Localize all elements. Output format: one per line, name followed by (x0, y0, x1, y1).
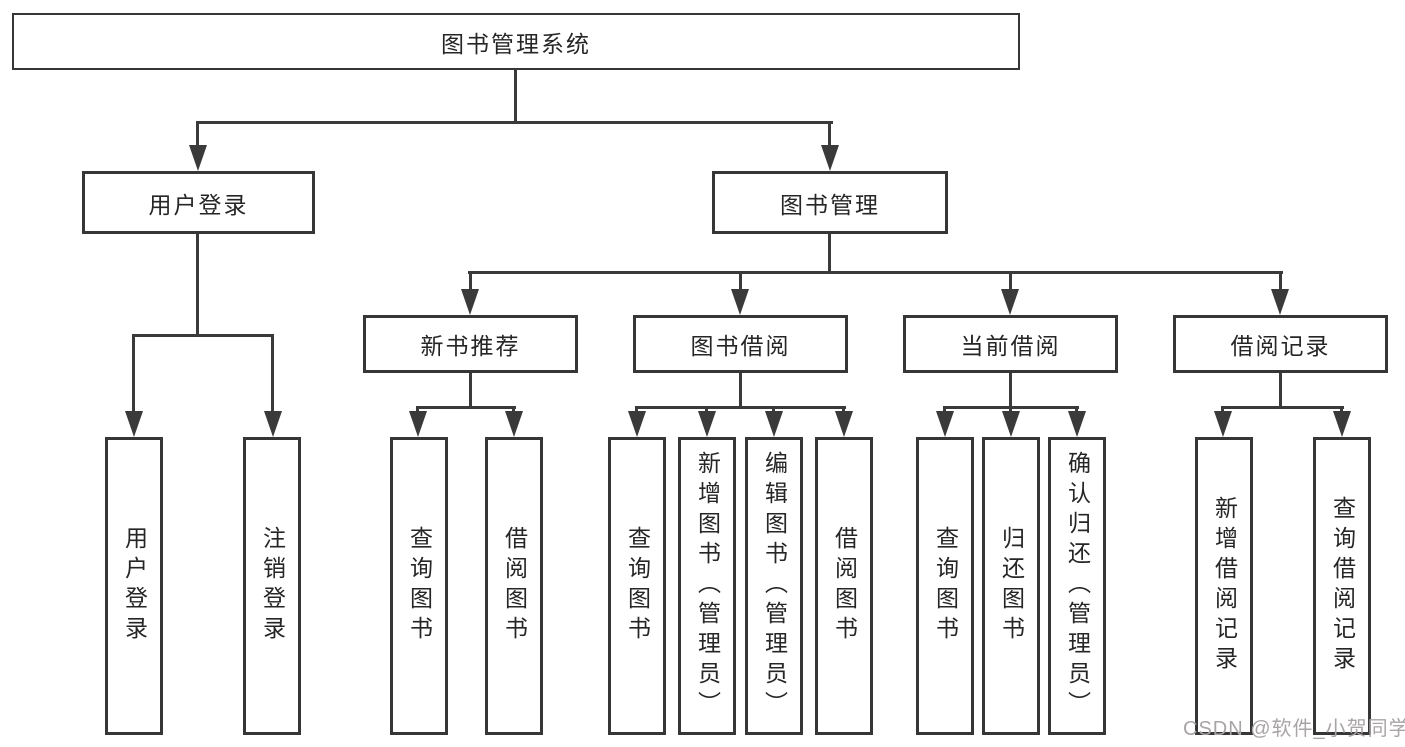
arrowhead-down-icon (461, 289, 479, 315)
leaf-user-login: 用户登录 (105, 437, 163, 735)
arrowhead-down-icon (1214, 411, 1232, 437)
node-book-management: 图书管理 (712, 171, 948, 234)
connector-line (468, 271, 1283, 274)
connector-line (469, 373, 472, 409)
node-root: 图书管理系统 (12, 13, 1020, 70)
leaf-current-return-label: 归还图书 (998, 526, 1025, 646)
connector-line (1221, 406, 1224, 415)
connector-line (1340, 406, 1343, 415)
connector-line (1279, 373, 1282, 409)
leaf-records-add-label: 新增借阅记录 (1211, 496, 1238, 676)
node-book-borrow: 图书借阅 (633, 315, 848, 373)
leaf-user-login-label: 用户登录 (121, 526, 148, 646)
leaf-borrow-query: 查询图书 (608, 437, 666, 735)
connector-line (514, 70, 517, 123)
connector-line (1279, 271, 1282, 293)
leaf-newbooks-query: 查询图书 (390, 437, 448, 735)
leaf-borrow-book-label: 借阅图书 (831, 526, 858, 646)
connector-line (512, 406, 515, 415)
connector-line (271, 334, 274, 414)
leaf-borrow-edit-book: 编辑图书（管理员） (745, 437, 803, 735)
leaf-records-query: 查询借阅记录 (1313, 437, 1371, 735)
connector-line (132, 334, 135, 414)
node-current-borrow: 当前借阅 (903, 315, 1118, 373)
csdn-watermark: CSDN @软件_小贺同学 (1183, 718, 1405, 740)
arrowhead-down-icon (189, 145, 207, 171)
connector-line (416, 406, 516, 409)
connector-line (772, 406, 775, 415)
connector-line (1009, 373, 1012, 409)
leaf-borrow-book: 借阅图书 (815, 437, 873, 735)
node-borrow-records-label: 借阅记录 (1230, 333, 1331, 359)
leaf-current-return: 归还图书 (982, 437, 1040, 735)
arrowhead-down-icon (1271, 289, 1289, 315)
connector-line (196, 234, 199, 337)
connector-line (132, 334, 274, 337)
leaf-borrow-add-book-label: 新增图书（管理员） (694, 451, 721, 721)
leaf-logout-label: 注销登录 (259, 526, 286, 646)
arrowhead-down-icon (821, 145, 839, 171)
connector-line (842, 406, 845, 415)
leaf-newbooks-borrow-label: 借阅图书 (501, 526, 528, 646)
arrowhead-down-icon (1333, 411, 1351, 437)
arrowhead-down-icon (835, 411, 853, 437)
arrowhead-down-icon (628, 411, 646, 437)
leaf-current-confirm-return-label: 确认归还（管理员） (1064, 451, 1091, 721)
node-new-book-recommend-label: 新书推荐 (420, 333, 521, 359)
connector-line (635, 406, 846, 409)
node-user-login-label: 用户登录 (148, 191, 249, 218)
connector-line (635, 406, 638, 415)
node-user-login: 用户登录 (82, 171, 315, 234)
connector-line (1009, 406, 1012, 415)
arrowhead-down-icon (264, 411, 282, 437)
arrowhead-down-icon (731, 289, 749, 315)
leaf-current-confirm-return: 确认归还（管理员） (1048, 437, 1106, 735)
connector-line (705, 406, 708, 415)
leaf-borrow-edit-book-label: 编辑图书（管理员） (761, 451, 788, 721)
arrowhead-down-icon (936, 411, 954, 437)
leaf-current-query: 查询图书 (916, 437, 974, 735)
connector-line (469, 271, 472, 293)
arrowhead-down-icon (125, 411, 143, 437)
leaf-newbooks-query-label: 查询图书 (406, 526, 433, 646)
connector-line (828, 121, 831, 148)
connector-line (739, 373, 742, 409)
connector-line (196, 121, 833, 124)
arrowhead-down-icon (1068, 411, 1086, 437)
node-book-borrow-label: 图书借阅 (690, 333, 791, 359)
connector-line (828, 234, 831, 274)
leaf-newbooks-borrow: 借阅图书 (485, 437, 543, 735)
connector-line (1075, 406, 1078, 415)
node-current-borrow-label: 当前借阅 (960, 333, 1061, 359)
arrowhead-down-icon (698, 411, 716, 437)
leaf-borrow-add-book: 新增图书（管理员） (678, 437, 736, 735)
arrowhead-down-icon (409, 411, 427, 437)
leaf-records-query-label: 查询借阅记录 (1329, 496, 1356, 676)
connector-line (943, 406, 946, 415)
node-borrow-records: 借阅记录 (1173, 315, 1388, 373)
leaf-logout: 注销登录 (243, 437, 301, 735)
connector-line (196, 121, 199, 148)
node-book-management-label: 图书管理 (780, 191, 880, 218)
connector-line (1221, 406, 1344, 409)
arrowhead-down-icon (1001, 289, 1019, 315)
connector-line (416, 406, 419, 415)
leaf-current-query-label: 查询图书 (932, 526, 959, 646)
node-root-label: 图书管理系统 (441, 30, 591, 57)
arrowhead-down-icon (505, 411, 523, 437)
leaf-borrow-query-label: 查询图书 (624, 526, 651, 646)
connector-line (739, 271, 742, 293)
connector-line (1009, 271, 1012, 293)
node-new-book-recommend: 新书推荐 (363, 315, 578, 373)
arrowhead-down-icon (1002, 411, 1020, 437)
leaf-records-add: 新增借阅记录 (1195, 437, 1253, 735)
arrowhead-down-icon (765, 411, 783, 437)
